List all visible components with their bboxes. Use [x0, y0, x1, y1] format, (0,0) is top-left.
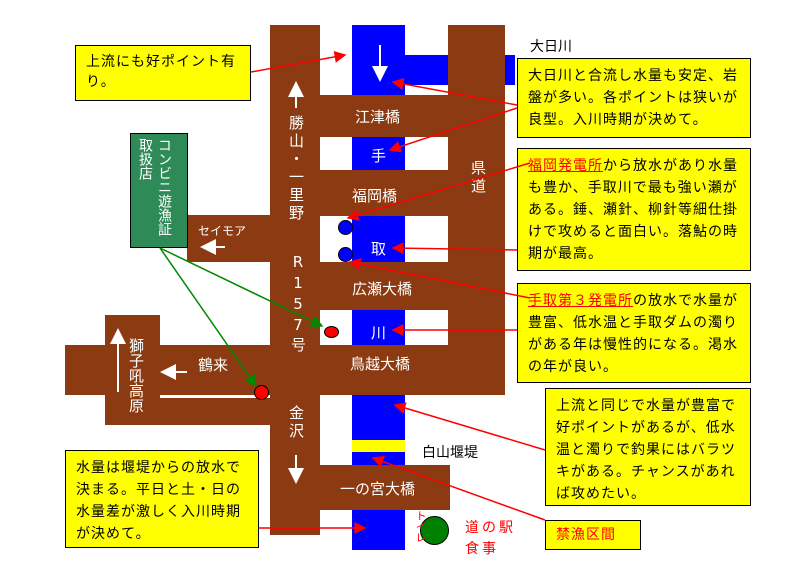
convenience-marker-red: [254, 385, 269, 400]
shishiku-lower: [105, 398, 270, 425]
food-label: 食事: [465, 541, 499, 557]
bridge-label: 広瀬大橋: [352, 280, 413, 298]
road-label-south: 金沢: [287, 405, 305, 441]
tedori3-power-station-link[interactable]: 手取第３発電所: [528, 293, 633, 309]
note-fukuoka: 福岡発電所から放水があり水量も豊か、手取川で最も強い瀬がある。錘、瀬針、柳針等細…: [517, 148, 751, 271]
note-text: 大日川と合流し水量も安定、岩盤が多い。各ポイントは狭いが良型。入川時期が決めて。: [528, 68, 738, 128]
note-text: 上流と同じで水量が豊富で好ポイントがあるが、低水温と濁りで釣果にはバラツキがある…: [556, 398, 736, 502]
note-text: 水量は堰堤からの放水で決まる。平日と土・日の水量差が激しく入川時期が決めて。: [76, 460, 241, 542]
river-char-tori: 取: [371, 240, 387, 258]
note-tedori3: 手取第３発電所の放水で水量が豊富、低水温と手取ダムの濁りがある年は慢性的になる。…: [517, 283, 751, 383]
note-upstream: 上流にも好ポイント有り。: [75, 45, 251, 101]
note-dainichi: 大日川と合流し水量も安定、岩盤が多い。各ポイントは狭いが良型。入川時期が決めて。: [517, 58, 751, 138]
bridge-label: 江津橋: [355, 108, 401, 126]
bridge-label: 一の宮大橋: [340, 480, 416, 498]
point-marker-blue: [338, 220, 353, 235]
bridge-hirose: [320, 262, 505, 310]
road-label-seimoa: セイモア: [198, 224, 247, 238]
note-dam: 水量は堰堤からの放水で決まる。平日と土・日の水量差が激しく入川時期が決めて。: [65, 450, 259, 548]
road-label-main: 勝山・一里野: [287, 115, 305, 223]
bridge-label: 福岡橋: [352, 187, 398, 205]
road-label-route: R157号: [289, 253, 307, 355]
note-text: 禁漁区間: [556, 527, 616, 543]
bridge-ichinomiya: [320, 465, 450, 510]
convenience-store-box: コンビニ遊漁証取扱店: [130, 133, 188, 248]
note-closed: 禁漁区間: [545, 520, 641, 550]
river-char-te: 手: [371, 147, 387, 165]
convenience-store-label: コンビニ遊漁証取扱店: [137, 138, 172, 236]
bridge-etsu: [320, 95, 505, 137]
river-char-kawa: 川: [371, 324, 387, 342]
main-road: [270, 25, 320, 535]
road-label-shishiku: 獅子吼高原: [127, 338, 145, 413]
bridge-label: 鳥越大橋: [350, 355, 411, 373]
note-text: 上流にも好ポイント有り。: [86, 54, 236, 90]
michinoeki-label: 道の駅: [465, 520, 516, 536]
bridge-fukuoka: [320, 170, 505, 216]
convenience-marker-red: [324, 326, 339, 338]
michinoeki-marker: [420, 516, 449, 545]
fukuoka-power-station-link[interactable]: 福岡発電所: [528, 158, 603, 174]
dam-bar: [352, 440, 405, 452]
toilet-label: トイレ: [414, 510, 427, 543]
road-label-tsurugi: 鶴来: [198, 356, 229, 374]
note-text: から放水があり水量も豊か、手取川で最も強い瀬がある。錘、瀬針、柳針等細仕掛けで攻…: [528, 158, 738, 262]
dainichi-label: 大日川: [530, 39, 572, 55]
dam-label: 白山堰堤: [422, 445, 478, 461]
note-text: の放水で水量が豊富、低水温と手取ダムの濁りがある年は慢性的になる。渇水の年が良い…: [528, 293, 738, 375]
note-lower: 上流と同じで水量が豊富で好ポイントがあるが、低水温と濁りで釣果にはバラツキがある…: [545, 388, 751, 506]
